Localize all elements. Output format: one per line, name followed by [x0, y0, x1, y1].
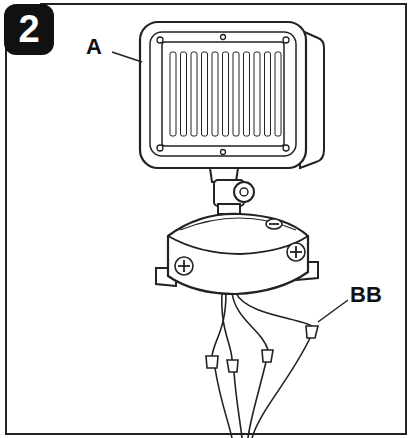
nipple — [218, 204, 240, 214]
fixture-bezel — [150, 32, 296, 156]
leader-line — [318, 300, 348, 322]
leader-line — [112, 52, 142, 62]
part-label: A — [86, 36, 102, 58]
wire-connectors — [206, 326, 318, 372]
knuckle-knob — [234, 182, 254, 202]
junction-box — [168, 214, 308, 294]
fixture-head — [140, 22, 306, 168]
fixture-slats — [170, 52, 281, 136]
frame — [6, 4, 406, 434]
part-label: BB — [350, 284, 382, 306]
fixture-panel — [162, 42, 284, 146]
bezel-screws — [157, 35, 289, 155]
step-badge: 2 — [4, 4, 54, 55]
screw-slots — [178, 224, 302, 272]
wires — [212, 293, 312, 438]
box-screws — [175, 219, 305, 275]
step-number: 2 — [18, 8, 39, 51]
